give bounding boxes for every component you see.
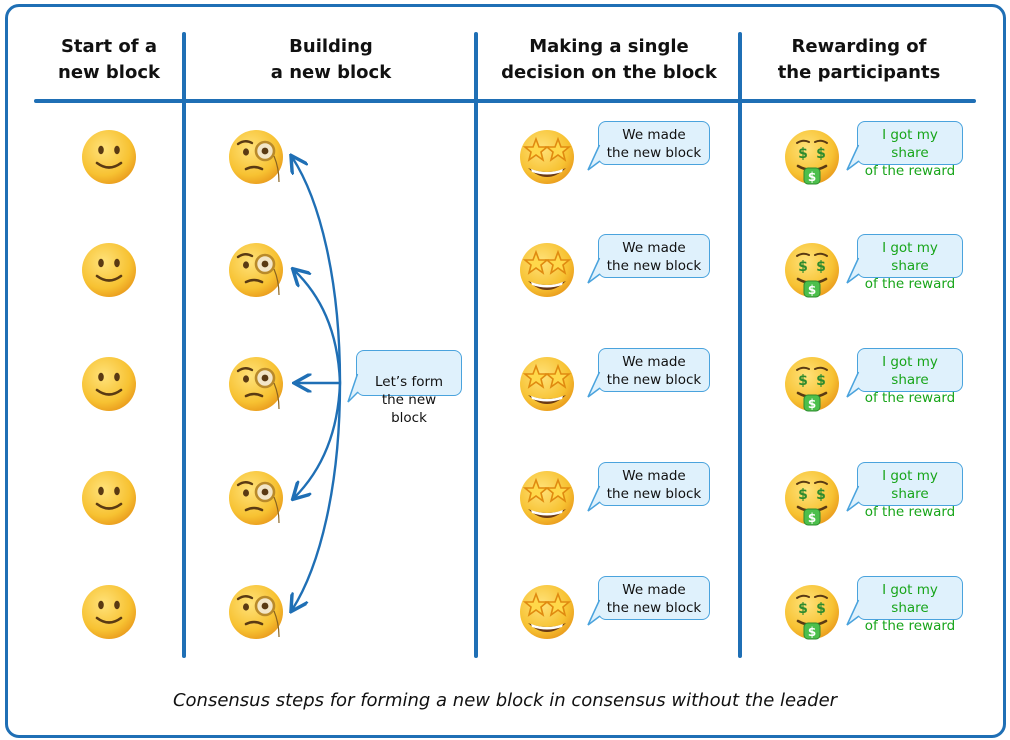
svg-text:$: $ xyxy=(816,259,826,275)
money-mouth-face-icon: $ $ $ xyxy=(785,243,839,298)
svg-text:$: $ xyxy=(816,146,826,162)
svg-text:$: $ xyxy=(816,373,826,389)
star-struck-face-icon xyxy=(520,471,574,525)
reward-bubble-tail xyxy=(846,371,860,398)
star-struck-face-icon xyxy=(520,243,574,297)
svg-text:$: $ xyxy=(798,601,808,617)
diagram-caption: Consensus steps for forming a new block … xyxy=(172,690,838,711)
column-divider-1 xyxy=(182,32,186,658)
money-mouth-face-icon: $ $ $ xyxy=(785,130,839,185)
decision-bubble-tail xyxy=(587,599,601,626)
star-struck-face-icon xyxy=(520,585,574,639)
svg-text:$: $ xyxy=(816,487,826,503)
header-building-block: Building a new block xyxy=(270,36,392,83)
reward-bubble: I got my share of the reward xyxy=(857,462,963,520)
svg-text:$: $ xyxy=(808,397,816,411)
face-with-monocle-icon xyxy=(229,471,283,525)
svg-text:$: $ xyxy=(808,625,816,639)
decision-bubble: We made the new block xyxy=(598,462,710,506)
reward-bubble-tail xyxy=(846,485,860,512)
svg-text:$: $ xyxy=(798,373,808,389)
decision-bubble-tail xyxy=(587,144,601,171)
svg-text:$: $ xyxy=(816,601,826,617)
form-block-bubble-text: Let’s form the new block xyxy=(375,374,443,426)
header-divider xyxy=(34,99,976,103)
money-mouth-face-icon: $ $ $ xyxy=(785,471,839,526)
star-struck-face-icon xyxy=(520,357,574,411)
column-divider-2 xyxy=(474,32,478,658)
decision-bubble: We made the new block xyxy=(598,576,710,620)
form-block-bubble-tail xyxy=(347,373,359,403)
svg-text:$: $ xyxy=(808,283,816,297)
face-with-monocle-icon xyxy=(229,243,283,297)
header-rewarding: Rewarding of the participants xyxy=(777,36,941,83)
reward-bubble: I got my share of the reward xyxy=(857,348,963,406)
slightly-smiling-face-icon xyxy=(82,585,136,639)
slightly-smiling-face-icon xyxy=(82,130,136,184)
face-with-monocle-icon xyxy=(229,585,283,639)
column-divider-3 xyxy=(738,32,742,658)
decision-bubble-tail xyxy=(587,371,601,398)
money-mouth-face-icon: $ $ $ xyxy=(785,585,839,640)
slightly-smiling-face-icon xyxy=(82,357,136,411)
face-with-monocle-icon xyxy=(229,130,283,184)
face-with-monocle-icon xyxy=(229,357,283,411)
decision-bubble-tail xyxy=(587,485,601,512)
decision-bubble: We made the new block xyxy=(598,121,710,165)
slightly-smiling-face-icon xyxy=(82,471,136,525)
header-start-of-block: Start of a new block xyxy=(58,36,160,83)
decision-bubble-tail xyxy=(587,257,601,284)
svg-text:$: $ xyxy=(798,487,808,503)
reward-bubble-tail xyxy=(846,257,860,284)
reward-bubble-tail xyxy=(846,144,860,171)
reward-bubble-tail xyxy=(846,599,860,626)
diagram-frame xyxy=(5,4,1006,738)
reward-bubble: I got my share of the reward xyxy=(857,234,963,292)
decision-bubble: We made the new block xyxy=(598,348,710,392)
money-mouth-face-icon: $ $ $ xyxy=(785,357,839,412)
svg-text:$: $ xyxy=(798,259,808,275)
svg-text:$: $ xyxy=(798,146,808,162)
form-block-bubble: Let’s form the new block xyxy=(356,350,462,426)
star-struck-face-icon xyxy=(520,130,574,184)
svg-text:$: $ xyxy=(808,170,816,184)
header-single-decision: Making a single decision on the block xyxy=(501,36,717,83)
svg-text:$: $ xyxy=(808,511,816,525)
reward-bubble: I got my share of the reward xyxy=(857,121,963,179)
reward-bubble: I got my share of the reward xyxy=(857,576,963,634)
slightly-smiling-face-icon xyxy=(82,243,136,297)
decision-bubble: We made the new block xyxy=(598,234,710,278)
